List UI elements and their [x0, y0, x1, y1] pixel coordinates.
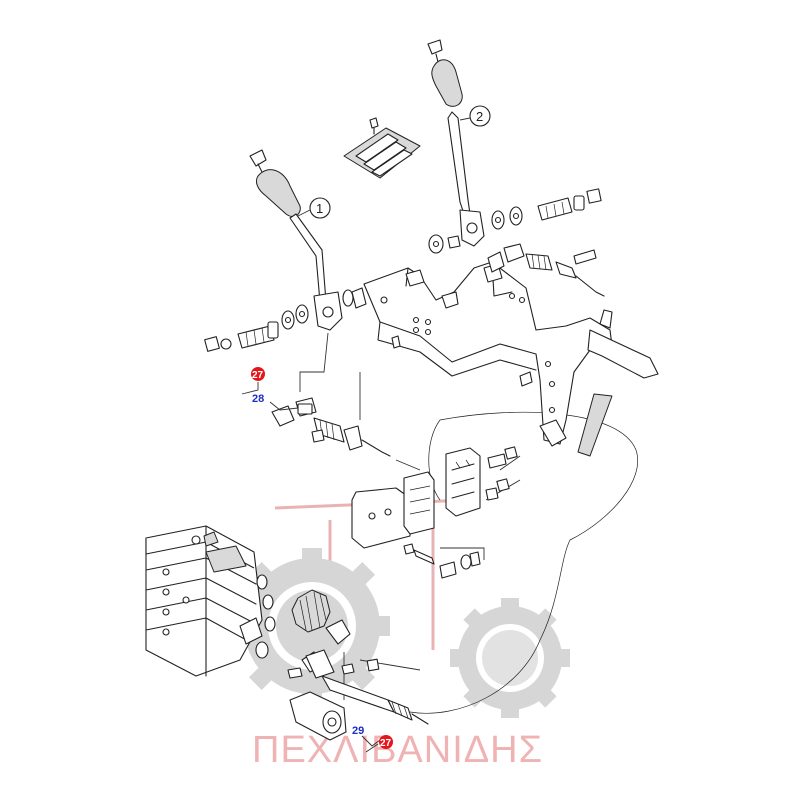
mounting-bracket: [363, 261, 659, 457]
callout-27-top: 27: [241, 367, 265, 395]
leader-lines: [299, 332, 638, 714]
callout-part-28-label: 28: [252, 393, 264, 405]
callout-lever-2-label: 2: [476, 109, 483, 124]
watermark-brand-text: ΠΕΧΛΙΒΑΝΙΔΗΣ: [252, 729, 543, 771]
detent-assembly: [351, 446, 518, 579]
control-cable-2: [487, 243, 605, 297]
control-lever-1: 1: [249, 149, 343, 331]
footrest-plate: [343, 117, 421, 179]
control-valve-block: [145, 525, 276, 677]
lower-linkage-shaft: [287, 649, 429, 741]
red-callout-dot-top: [251, 367, 265, 381]
callout-part-29-label: 29: [352, 725, 364, 737]
watermark-front-wheel: [450, 598, 570, 718]
pinion-gear: [291, 589, 351, 645]
callout-part-27-bottom-label: 27: [380, 738, 392, 749]
callout-part-27-top-label: 27: [252, 370, 264, 381]
callout-29: 29: [352, 725, 381, 747]
watermark-tractor-logo: ΠΕΧΛΙΒΑΝΙΔΗΣ: [234, 498, 570, 771]
callout-circle-2: [469, 105, 491, 127]
callout-27-bottom: 27: [365, 735, 393, 753]
callout-circle-1: [309, 197, 331, 219]
control-cable-1: [271, 397, 391, 457]
lever-1-fasteners: [204, 287, 367, 352]
control-lever-2: 2: [427, 39, 491, 247]
red-callout-dot-bottom: [379, 735, 393, 749]
callout-lever-1-label: 1: [316, 201, 323, 216]
callout-28: 28: [252, 393, 299, 411]
lever-2-fasteners: [428, 188, 602, 254]
